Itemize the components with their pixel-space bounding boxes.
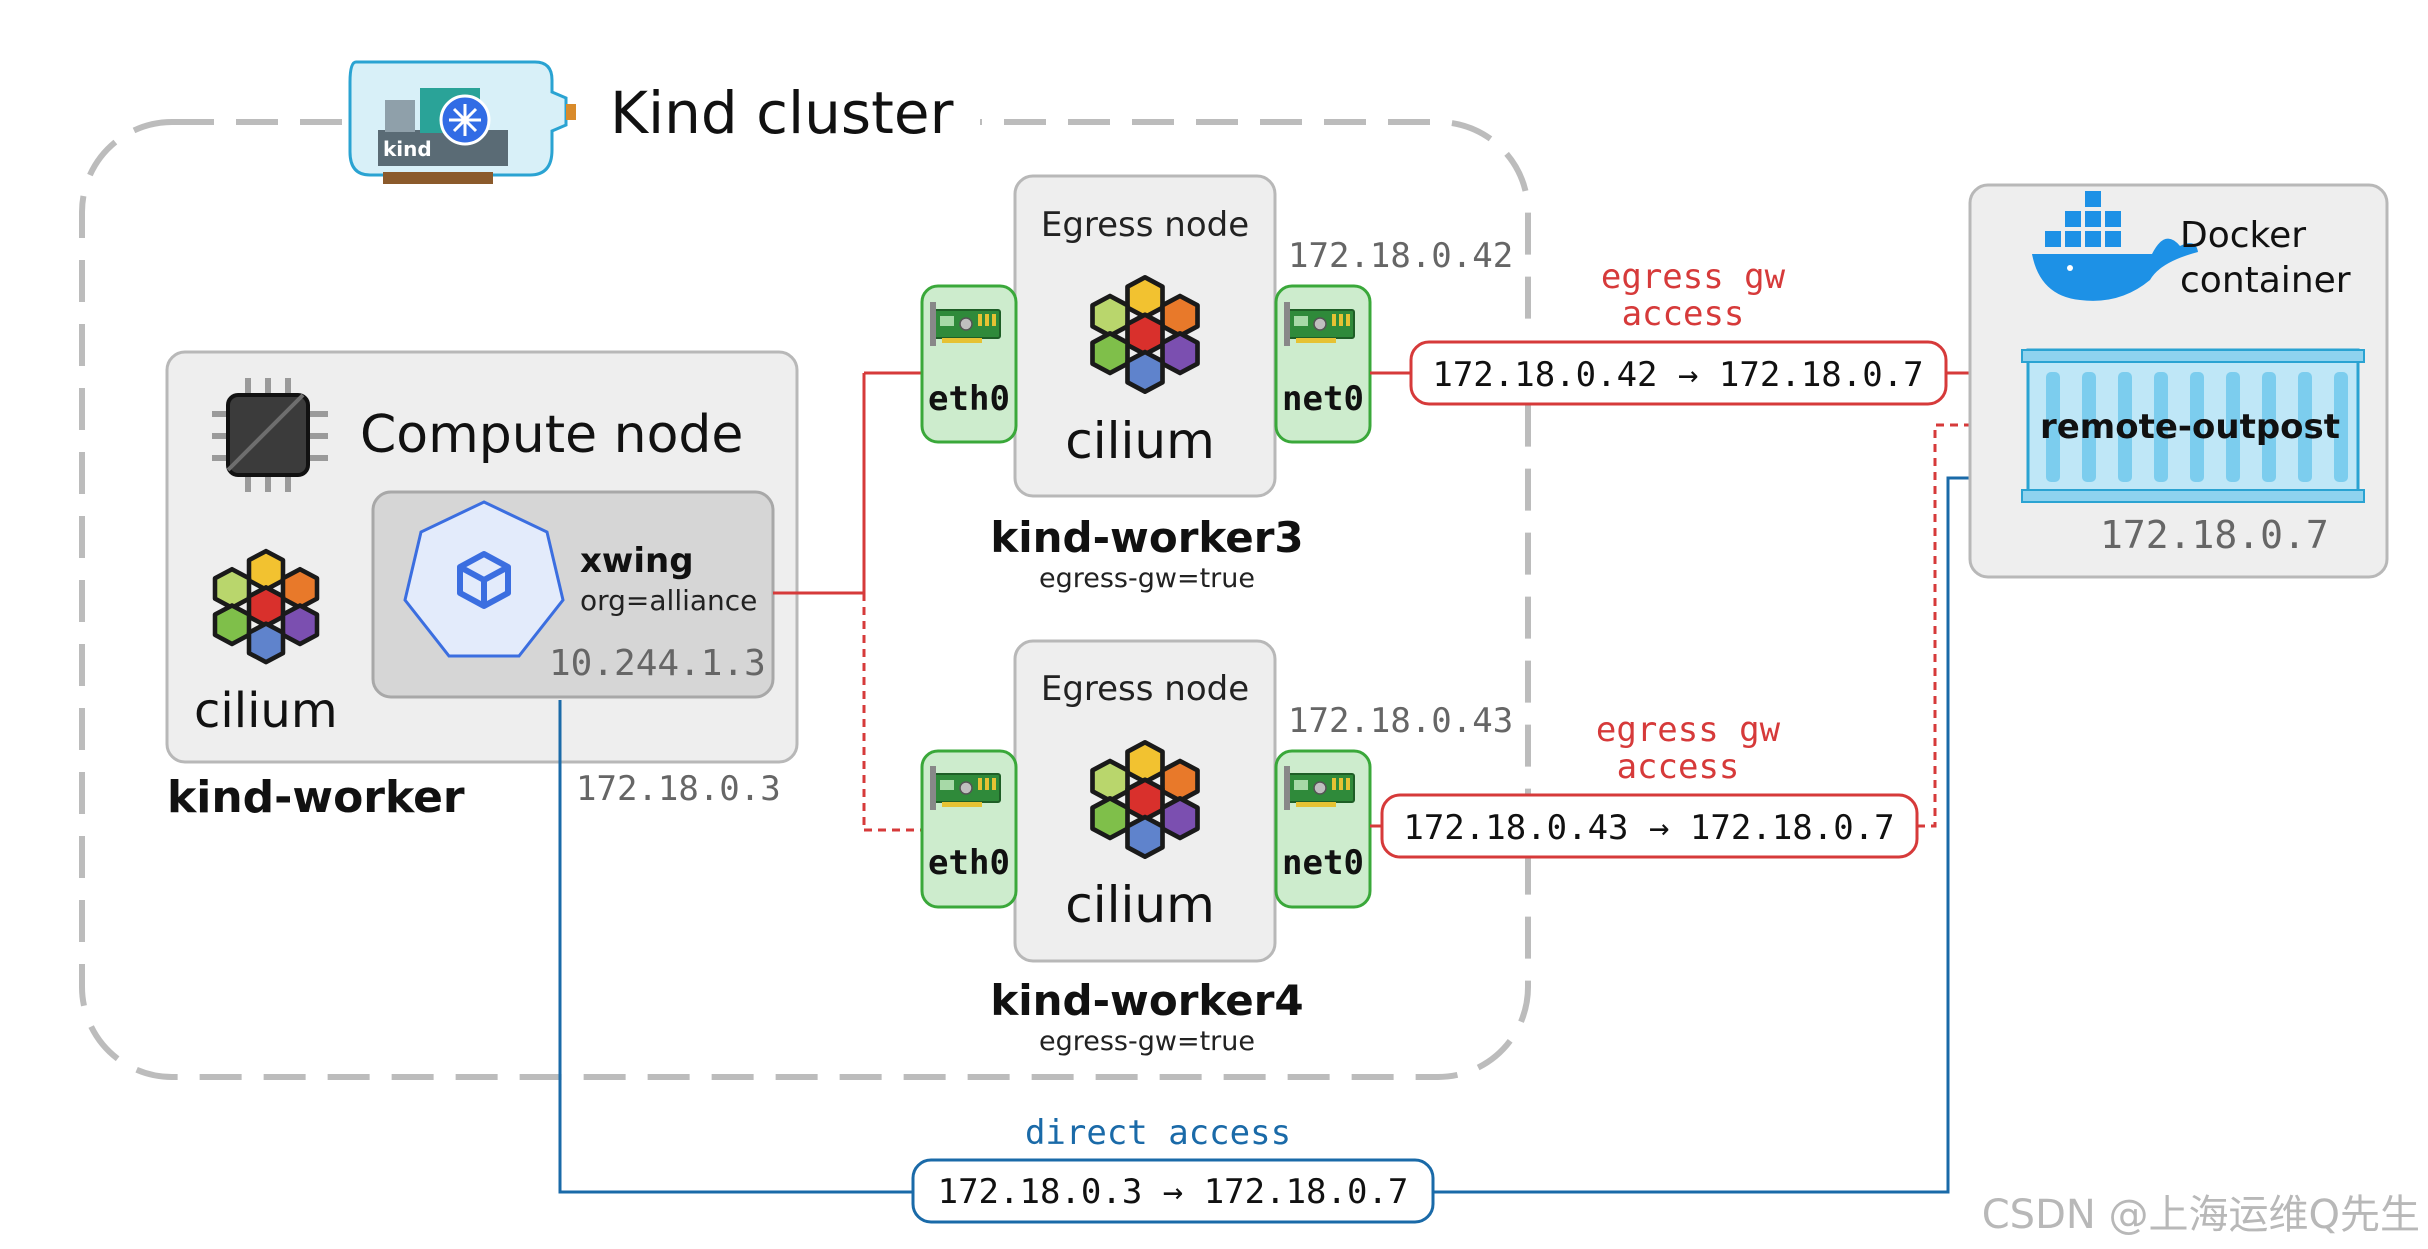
flow-egress-1-title-1: egress gw (1601, 257, 1786, 297)
kind-cluster-boundary (79, 119, 1531, 1080)
pod-to-egress-links (773, 371, 922, 832)
egress-node-1-ip: 172.18.0.42 (1288, 236, 1513, 276)
pod-name: xwing (580, 541, 694, 581)
flow-direct: 172.18.0.3 → 172.18.0.7 direct access (558, 469, 2027, 1224)
egress-node-1-label: egress-gw=true (1039, 563, 1255, 594)
docker-title-1: Docker (2180, 215, 2306, 256)
egress-node-1-cilium-label: cilium (1065, 412, 1215, 470)
cilium-logo-icon (215, 551, 317, 662)
egress-node-1-net0-label: net0 (1282, 379, 1364, 419)
pod-icon (403, 500, 565, 658)
compute-node-ip: 172.18.0.3 (576, 769, 781, 809)
egress-node-2-title: Egress node (1041, 669, 1249, 709)
egress-node-1: Egress node cilium eth0 net0 172.18.0.42… (920, 174, 1513, 594)
flow-egress-2-title-1: egress gw (1596, 710, 1781, 750)
compute-node-cilium-label: cilium (194, 683, 338, 739)
cilium-logo-icon (1093, 277, 1198, 391)
kind-logo-icon: kind (348, 60, 576, 184)
egress-node-2-cilium-label: cilium (1065, 876, 1215, 934)
egress-node-2-label: egress-gw=true (1039, 1026, 1255, 1057)
egress-node-2-name: kind-worker4 (990, 976, 1303, 1025)
docker-title-2: container (2180, 260, 2351, 301)
egress-node-2-ip: 172.18.0.43 (1288, 701, 1513, 741)
container-ip: 172.18.0.7 (2100, 513, 2329, 557)
container-name: remote-outpost (2040, 407, 2340, 447)
compute-node-name: kind-worker (167, 772, 465, 823)
pod-ip: 10.244.1.3 (549, 643, 766, 684)
watermark: CSDN @上海运维Q先生 (1982, 1192, 2420, 1238)
egress-node-1-title: Egress node (1041, 205, 1249, 245)
egress-node-2: Egress node cilium eth0 net0 172.18.0.43… (920, 639, 1513, 1057)
flow-egress-2-title-2: access (1617, 747, 1740, 787)
egress-node-2-eth0-label: eth0 (928, 843, 1010, 883)
flow-egress-1: 172.18.0.42 → 172.18.0.7 egress gw acces… (1370, 257, 2027, 406)
egress-node-1-name: kind-worker3 (990, 513, 1303, 562)
cluster-title: Kind cluster (610, 79, 954, 147)
pod-label: org=alliance (580, 584, 757, 617)
compute-node-title: Compute node (360, 405, 743, 465)
egress-node-2-net0-label: net0 (1282, 843, 1364, 883)
flow-direct-title: direct access (1025, 1113, 1291, 1153)
cpu-chip-icon (212, 378, 328, 492)
flow-egress-1-title-2: access (1622, 294, 1745, 334)
flow-egress-1-route: 172.18.0.42 → 172.18.0.7 (1432, 355, 1923, 395)
flow-egress-2: 172.18.0.43 → 172.18.0.7 egress gw acces… (1370, 416, 2027, 859)
docker-whale-icon (2032, 189, 2198, 301)
remote-outpost-container: remote-outpost (2021, 348, 2365, 503)
flow-egress-2-route: 172.18.0.43 → 172.18.0.7 (1403, 808, 1894, 848)
egress-node-1-eth0-label: eth0 (928, 379, 1010, 419)
cilium-logo-icon (1093, 742, 1198, 856)
kind-logo-text: kind (383, 137, 432, 161)
flow-direct-route: 172.18.0.3 → 172.18.0.7 (938, 1172, 1409, 1212)
